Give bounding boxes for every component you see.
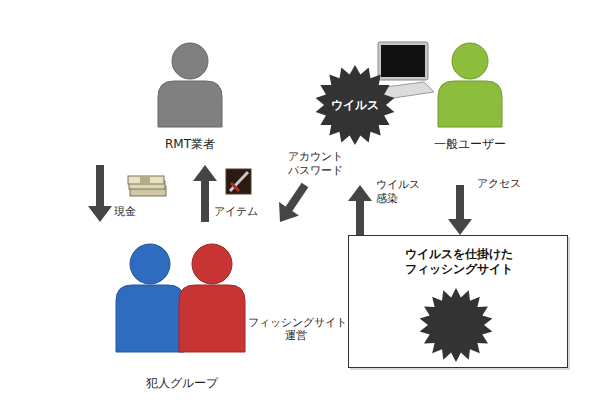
node-label-wrap: ウイルスを仕掛けた フィッシングサイト [348, 247, 570, 277]
note-label: フィッシングサイト 運営 [248, 316, 344, 342]
arrow-head [88, 206, 112, 222]
arrow-head [279, 202, 299, 222]
node-label: ウイルス [331, 98, 379, 113]
node-label-wrap: RMT業者 [130, 133, 250, 152]
criminal-group: 犯人グループ [90, 222, 290, 392]
flow-arrow [448, 185, 472, 235]
item-icon [226, 169, 251, 194]
rmt-dealer: RMT業者 [90, 25, 290, 165]
flow-arrow [88, 165, 112, 222]
node-label: ウイルスを仕掛けた フィッシングサイト [389, 247, 529, 277]
person-figure [158, 43, 222, 127]
arrow-shaft [356, 199, 364, 235]
flow-arrow [193, 165, 217, 222]
edge-label: ウイルス 感染 [376, 178, 428, 206]
phishing-site-box: ウイルスを仕掛けた フィッシングサイト [348, 235, 570, 370]
node-label: RMT業者 [165, 137, 215, 152]
virus-starburst [316, 65, 395, 145]
arrow-shaft [456, 185, 464, 221]
money-icon [128, 176, 166, 196]
flow-arrow [279, 185, 305, 222]
virus-starburst [420, 288, 493, 362]
edge-label: 現金 [114, 205, 154, 219]
person-figure [179, 244, 245, 352]
arrow-head [348, 185, 372, 201]
arrow-shaft [96, 165, 104, 208]
edge-label: アクセス [477, 177, 537, 191]
virus-burst: ウイルス [315, 65, 395, 145]
edge-label: アカウント パスワード [282, 150, 348, 178]
arrow-shaft [288, 185, 305, 210]
node-label: 犯人グループ [146, 376, 218, 391]
node-label: 一般ユーザー [434, 137, 506, 152]
flow-arrow [348, 185, 372, 235]
arrow-shaft [201, 179, 209, 222]
person-figure [116, 244, 184, 352]
box-outline [349, 236, 568, 368]
node-label-wrap: 一般ユーザー [410, 133, 530, 152]
node-figure [90, 222, 290, 392]
arrow-head [193, 165, 217, 181]
arrow-head [448, 219, 472, 235]
node-label-wrap: ウイルス [315, 65, 395, 145]
edge-label: アイテム [214, 205, 274, 219]
node-label-wrap: 犯人グループ [112, 372, 252, 391]
person-figure [438, 43, 502, 127]
